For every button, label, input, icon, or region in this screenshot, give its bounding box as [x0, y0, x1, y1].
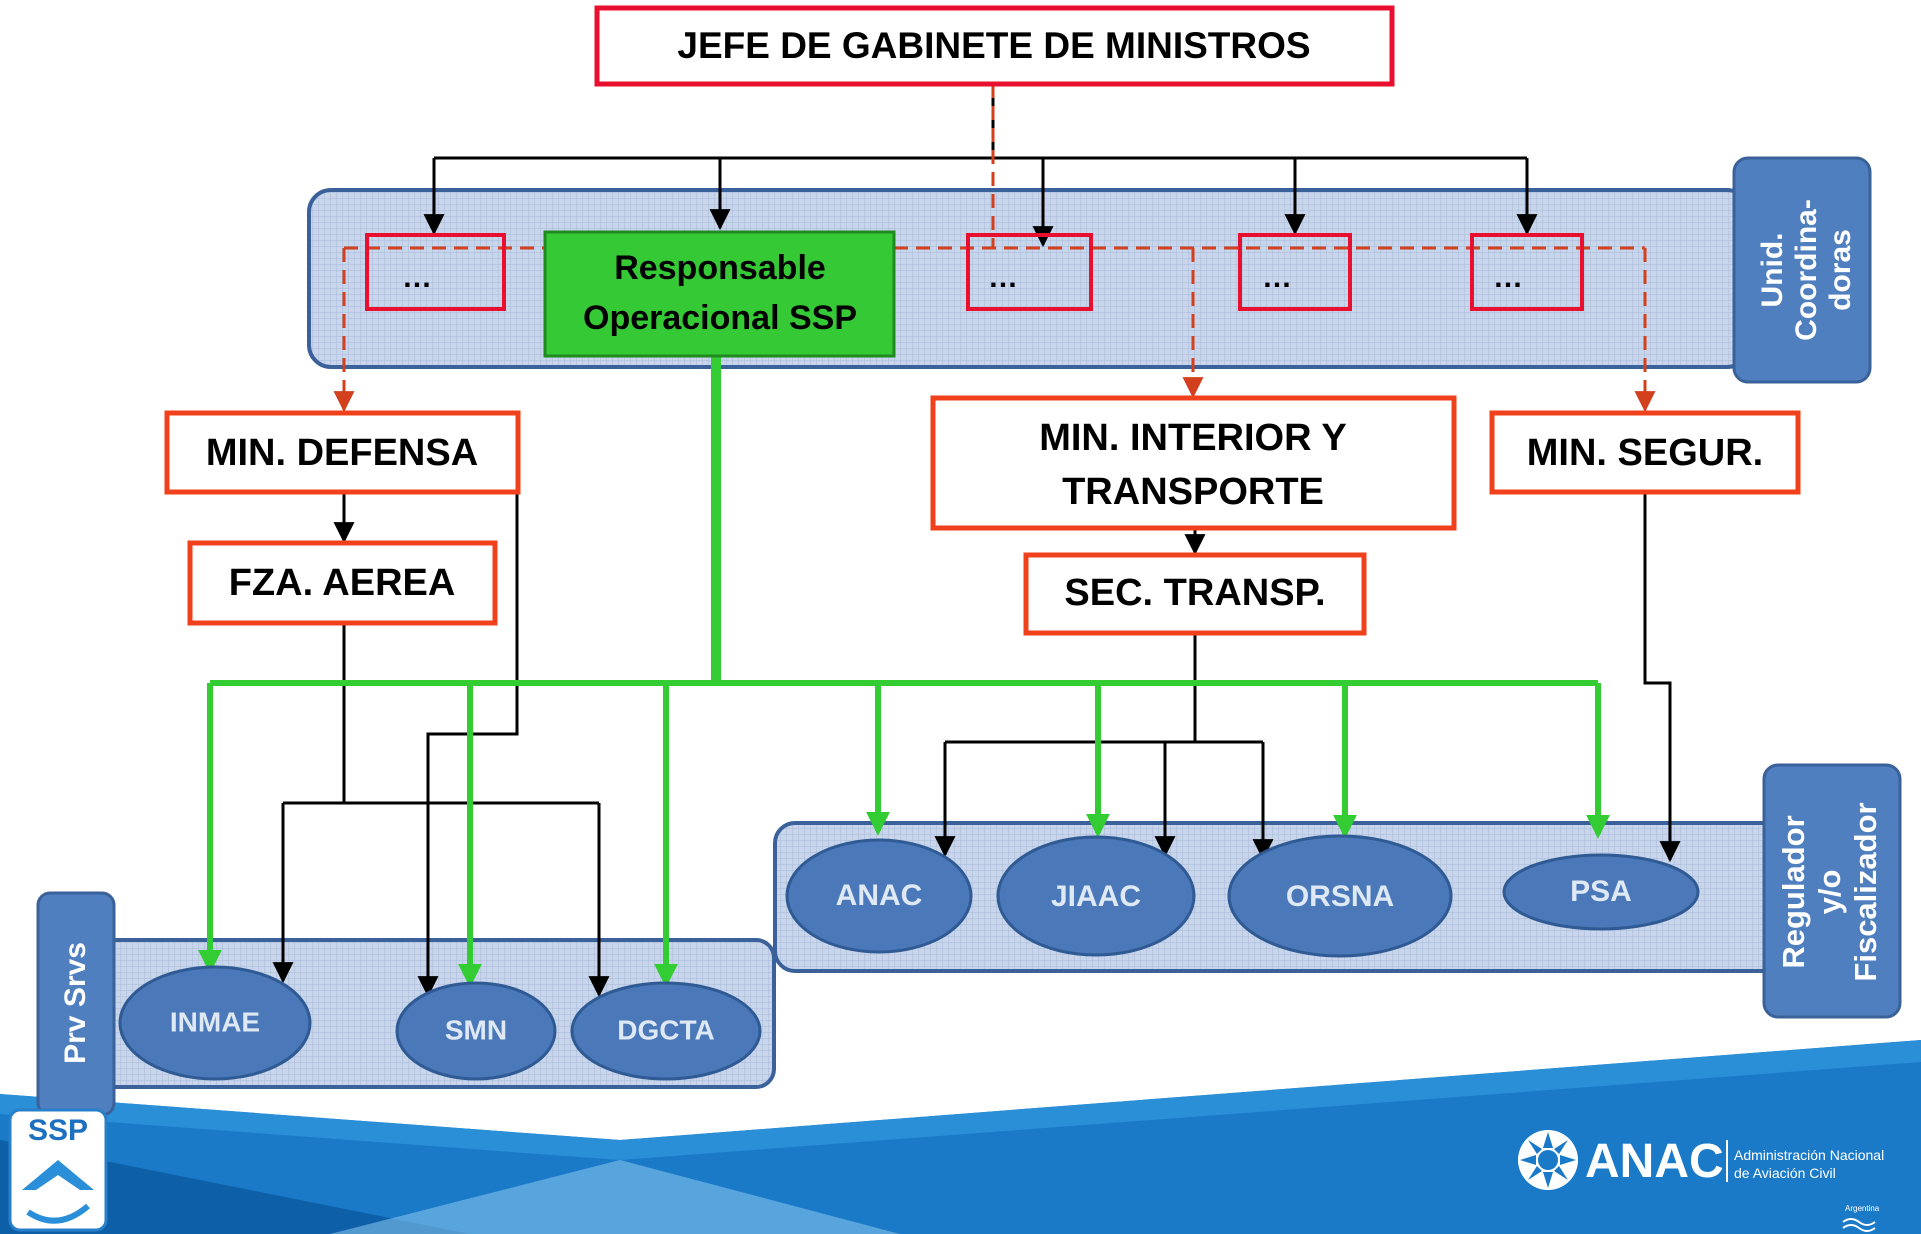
jiaac-label: JIAAC [1051, 880, 1141, 913]
inmae-ellipse [118, 965, 312, 1081]
min-interior-box [930, 395, 1457, 531]
anac-emblem-icon [1518, 1130, 1578, 1190]
min-defensa-box [164, 410, 521, 495]
responsable-line1: Responsable [614, 249, 826, 287]
fza-aerea-box [187, 540, 498, 626]
regulator-tab-text: Regulador y/o Fiscalizador [1776, 802, 1883, 981]
coord-panel [307, 188, 1751, 369]
orsna-label: ORSNA [1286, 880, 1394, 913]
regulator-tab-line2: y/o [1812, 870, 1847, 915]
psa-label: PSA [1570, 875, 1632, 908]
orsna-ellipse [1227, 834, 1453, 958]
inmae-label: INMAE [170, 1006, 260, 1037]
fza-aerea-label: FZA. AEREA [229, 562, 456, 604]
sec-transp-label: SEC. TRANSP. [1064, 572, 1325, 614]
regulator-tab-line3: Fiscalizador [1848, 802, 1883, 981]
jiaac-ellipse [996, 835, 1196, 957]
dashed-connectors [333, 84, 1656, 413]
coord-unit-1-label: … [402, 261, 432, 294]
coord-tab-line3: doras [1824, 229, 1857, 311]
anac-ellipse [785, 838, 973, 954]
sec-transp-box [1023, 552, 1367, 636]
smn-label: SMN [445, 1014, 507, 1045]
ssp-logo: SSP [8, 1108, 108, 1232]
coord-tab [1732, 156, 1872, 384]
ssp-logo-label: SSP [28, 1114, 88, 1147]
coord-unit-4-label: … [1262, 261, 1292, 294]
anac-logo-label: ANAC [1585, 1135, 1724, 1188]
min-defensa-label: MIN. DEFENSA [206, 432, 478, 474]
coord-unit-3 [966, 233, 1093, 311]
coord-tab-line1: Unid. [1756, 233, 1789, 308]
footer-banner [0, 1040, 1921, 1234]
coord-unit-1 [365, 233, 506, 311]
anac-logo: ANAC Administración Nacional de Aviación… [1518, 1130, 1884, 1232]
refresh-arrow-icon [26, 1203, 90, 1224]
coord-tab-line2: Coordina- [1790, 199, 1823, 341]
min-interior-line2: TRANSPORTE [1062, 471, 1324, 513]
coord-unit-5-label: … [1493, 261, 1523, 294]
dgcta-ellipse [570, 981, 762, 1081]
provider-tab-label: Prv Srvs [59, 942, 92, 1064]
anac-logo-sub2: de Aviación Civil [1734, 1165, 1836, 1181]
responsable-ssp-box [543, 230, 896, 358]
jefe-label: JEFE DE GABINETE DE MINISTROS [677, 25, 1310, 66]
dgcta-label: DGCTA [617, 1014, 714, 1045]
plane-icon [22, 1160, 94, 1190]
anac-logo-sub1: Administración Nacional [1734, 1147, 1884, 1163]
coord-unit-5 [1470, 233, 1584, 311]
responsable-line2: Operacional SSP [583, 299, 857, 337]
min-segur-box [1489, 410, 1801, 495]
coord-unit-3-label: … [988, 261, 1018, 294]
green-connectors [198, 357, 1610, 988]
coord-unit-4 [1238, 233, 1352, 311]
ministry-connectors [272, 472, 1681, 998]
argentina-emblem-icon [1842, 1218, 1876, 1232]
psa-ellipse [1502, 853, 1700, 931]
min-segur-label: MIN. SEGUR. [1527, 432, 1763, 474]
anac-logo-divider [1726, 1140, 1728, 1182]
smn-ellipse [395, 981, 557, 1081]
provider-tab-text: Prv Srvs [59, 942, 92, 1064]
regulator-tab-line1: Regulador [1776, 815, 1811, 968]
min-interior-line1: MIN. INTERIOR Y [1039, 417, 1347, 459]
coord-tab-text: Unid. Coordina- doras [1756, 199, 1857, 341]
anac-label: ANAC [836, 879, 923, 912]
regulator-tab [1762, 763, 1902, 1019]
argentina-label: Argentina [1845, 1204, 1880, 1213]
jefe-box [594, 5, 1395, 87]
